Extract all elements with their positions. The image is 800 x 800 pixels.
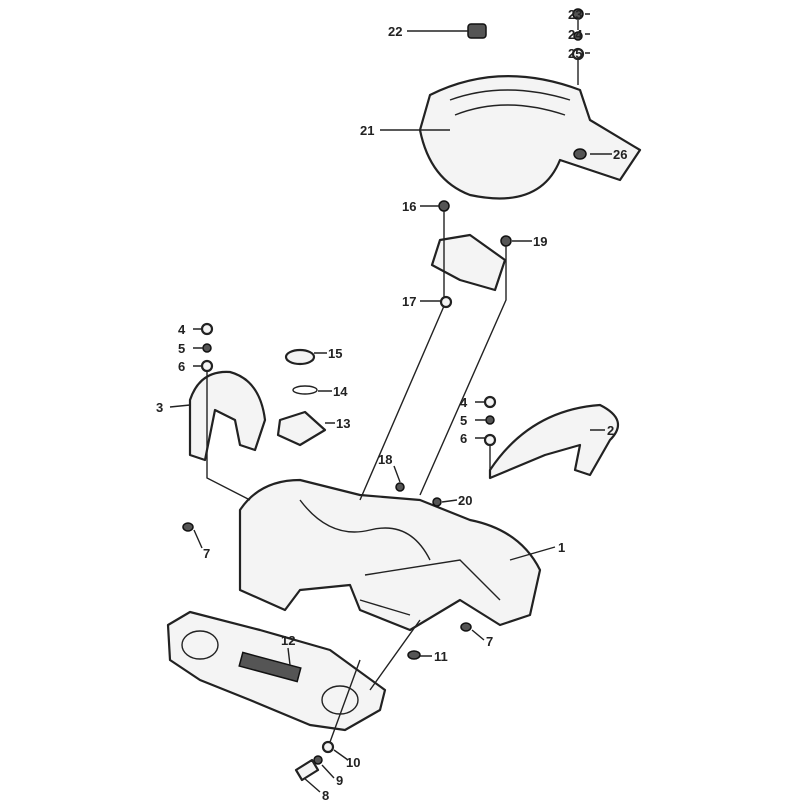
callout-5: 5 — [178, 341, 185, 356]
part-4-bolt — [200, 322, 214, 336]
part-10-washer — [321, 740, 335, 754]
part-5b-washer — [485, 415, 495, 425]
callout-1: 1 — [558, 540, 565, 555]
callout-22: 22 — [388, 24, 402, 39]
callout-4: 4 — [178, 322, 186, 337]
cover-ribs — [449, 89, 571, 116]
callout-2: 2 — [607, 423, 614, 438]
part-19-bolt — [500, 235, 512, 247]
callout-12: 12 — [281, 633, 295, 648]
part-15-cap — [284, 348, 316, 366]
callout-7: 7 — [203, 546, 210, 561]
part-4b-bolt — [483, 395, 497, 409]
part-8-bolt — [294, 758, 320, 782]
callout-16: 16 — [402, 199, 416, 214]
leader-lines — [169, 13, 612, 793]
part-24-washer — [573, 31, 583, 41]
body-contours — [299, 499, 501, 616]
part-9-washer — [313, 755, 323, 765]
part-3-left-fender — [188, 370, 267, 462]
callout-4b: 4 — [460, 395, 468, 410]
part-17-washer — [439, 295, 453, 309]
callout-26: 26 — [613, 147, 627, 162]
part-5-washer — [202, 343, 212, 353]
part-1-front-body — [238, 478, 542, 632]
callout-23: 23 — [568, 7, 582, 22]
callout-20: 20 — [458, 493, 472, 508]
grille-mesh — [238, 651, 302, 683]
part-26-nut — [573, 148, 587, 160]
callout-6b: 6 — [460, 431, 467, 446]
callout-18: 18 — [378, 452, 392, 467]
part-16-bolt — [438, 200, 450, 212]
callout-13: 13 — [336, 416, 350, 431]
part-7-grommet — [182, 522, 194, 532]
part-14-ring — [292, 385, 318, 395]
callout-7b: 7 — [486, 634, 493, 649]
callout-25: 25 — [568, 46, 582, 61]
callout-24: 24 — [568, 27, 583, 42]
part-18-clip — [395, 482, 405, 492]
part-11-clip — [407, 650, 421, 660]
callout-3: 3 — [156, 400, 163, 415]
callout-14: 14 — [333, 384, 348, 399]
part-7b-grommet — [460, 622, 472, 632]
callout-21: 21 — [360, 123, 374, 138]
callout-8: 8 — [322, 788, 329, 800]
part-23-bolt — [572, 8, 584, 20]
callout-6: 6 — [178, 359, 185, 374]
part-25-washer — [571, 47, 585, 61]
part-13-filler — [276, 410, 327, 447]
callout-9: 9 — [336, 773, 343, 788]
part-bracket — [430, 233, 507, 292]
callout-10: 10 — [346, 755, 360, 770]
left-headlight — [181, 630, 219, 660]
callout-19: 19 — [533, 234, 547, 249]
callout-11: 11 — [434, 649, 448, 664]
part-6-washer — [200, 359, 214, 373]
callout-17: 17 — [402, 294, 416, 309]
part-21-front-cover — [418, 75, 642, 200]
callout-15: 15 — [328, 346, 342, 361]
callout-5b: 5 — [460, 413, 467, 428]
part-6b-washer — [483, 433, 497, 447]
part-2-right-fender — [488, 403, 620, 480]
part-20-clip — [432, 497, 442, 507]
part-22-cap — [467, 23, 487, 39]
